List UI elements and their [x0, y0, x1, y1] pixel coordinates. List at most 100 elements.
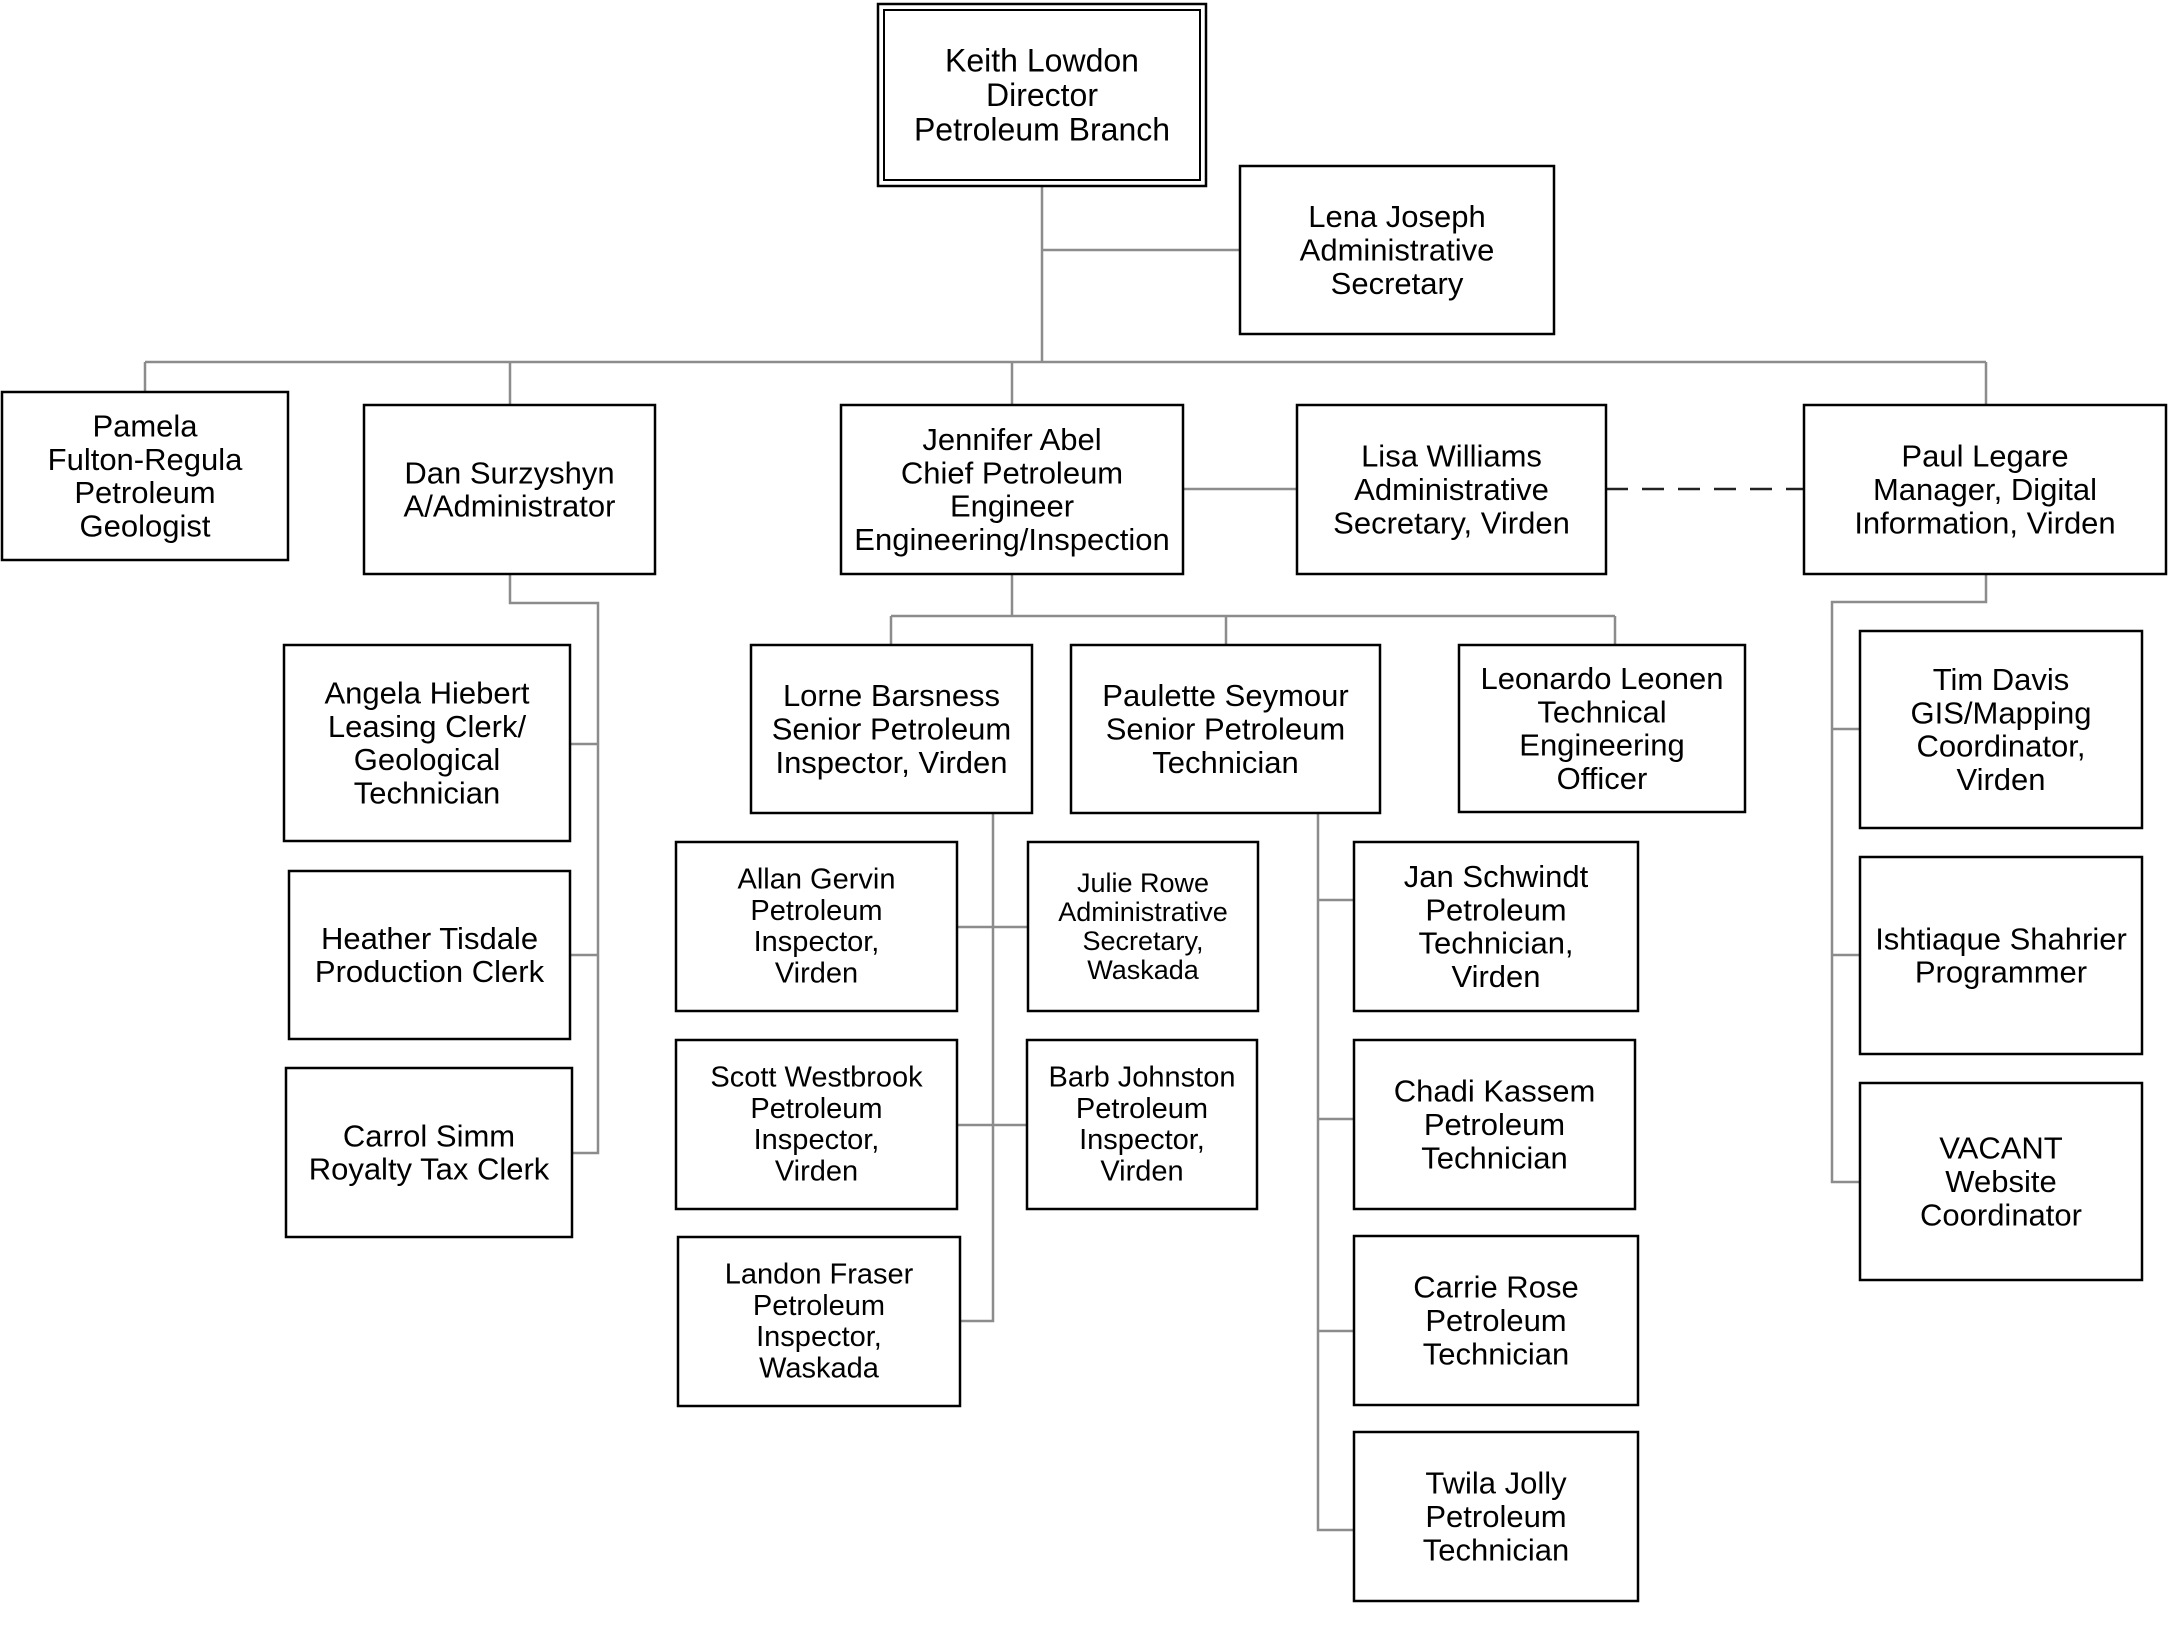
- org-box-frame: [362, 403, 657, 576]
- org-box-frame: [1858, 855, 2144, 1056]
- org-box-frame: [876, 2, 1208, 188]
- org-box-frame: [839, 403, 1185, 576]
- org-box-frame: [1238, 164, 1556, 336]
- person-name: Jan Schwindt: [1404, 859, 1589, 894]
- job-title-line: Administrative: [1354, 472, 1549, 507]
- person-name: Julie Rowe: [1077, 868, 1209, 898]
- org-box-frame: [1352, 840, 1640, 1013]
- person-name: Lena Joseph: [1308, 199, 1486, 234]
- org-box-frame: [1802, 403, 2168, 576]
- person-name: Carrol Simm: [343, 1118, 515, 1153]
- person-name: Lorne Barsness: [783, 678, 1000, 713]
- job-title-line: Chief Petroleum: [901, 455, 1123, 490]
- job-title-line: Coordinator: [1920, 1197, 2082, 1232]
- job-title-line: Petroleum: [753, 1290, 885, 1322]
- job-title-line: Technical: [1537, 694, 1666, 729]
- job-title-line: Royalty Tax Clerk: [309, 1152, 550, 1187]
- job-title-line: Engineer: [950, 489, 1074, 524]
- person-name: Lisa Williams: [1361, 439, 1542, 474]
- connector-line: [1316, 813, 1354, 1532]
- job-title-line: Petroleum: [1076, 1093, 1208, 1125]
- job-title-line: Coordinator,: [1917, 729, 2086, 764]
- org-box-frame: [284, 1066, 574, 1239]
- job-title-line: Administrative: [1058, 897, 1228, 927]
- job-title-line: Petroleum: [1425, 892, 1566, 927]
- org-box-frame: [749, 643, 1034, 815]
- job-title-line: Technician: [354, 776, 500, 811]
- org-box-frame: [1026, 840, 1260, 1013]
- person-name: Scott Westbrook: [710, 1062, 923, 1094]
- job-title-line: Geological: [354, 742, 500, 777]
- person-name: Pamela: [92, 408, 198, 443]
- job-title-line: Virden: [775, 957, 858, 989]
- job-title-line: Technician: [1423, 1336, 1569, 1371]
- person-name: Angela Hiebert: [324, 675, 529, 710]
- job-title-line: Administrative: [1300, 233, 1495, 268]
- org-box-frame: [1457, 643, 1747, 814]
- person-name: Allan Gervin: [738, 864, 896, 896]
- org-box-julie: Julie RoweAdministrativeSecretary,Waskad…: [1026, 840, 1260, 1013]
- job-title-line: Fulton-Regula: [48, 442, 243, 477]
- person-name: Carrie Rose: [1413, 1270, 1578, 1305]
- connector-line: [1830, 574, 1988, 1184]
- job-title-line: Petroleum: [750, 895, 882, 927]
- job-title-line: Inspector,: [754, 1124, 880, 1156]
- person-name: Heather Tisdale: [321, 921, 538, 956]
- person-name: Ishtiaque Shahrier: [1875, 921, 2127, 956]
- org-box-frame: [282, 643, 572, 843]
- job-title-line: Officer: [1557, 761, 1648, 796]
- job-title-line: Website: [1945, 1164, 2056, 1199]
- job-title-line: Virden: [1100, 1155, 1183, 1187]
- org-box-frame: [1858, 629, 2144, 830]
- org-box-frame: [1025, 1038, 1259, 1211]
- org-box-leonardo: Leonardo LeonenTechnicalEngineeringOffic…: [1457, 643, 1747, 814]
- job-title-line: Secretary, Virden: [1333, 505, 1570, 540]
- job-title-line: Senior Petroleum: [1106, 712, 1346, 747]
- person-name: Paul Legare: [1901, 439, 2068, 474]
- person-name: Tim Davis: [1933, 662, 2070, 697]
- job-title-line: Inspector,: [754, 926, 880, 958]
- person-name: Jennifer Abel: [922, 422, 1101, 457]
- job-title-line: Inspector, Virden: [775, 745, 1007, 780]
- job-title-line: Waskada: [1087, 955, 1200, 985]
- job-title-line: Petroleum: [74, 475, 215, 510]
- job-title-line: Leasing Clerk/: [328, 709, 527, 744]
- job-title-line: A/Administrator: [404, 489, 616, 524]
- org-box-frame: [676, 1235, 962, 1408]
- job-title-line: Technician,: [1418, 926, 1573, 961]
- job-title-line: Virden: [775, 1155, 858, 1187]
- person-name: Twila Jolly: [1425, 1466, 1567, 1501]
- job-title-line: Manager, Digital: [1873, 472, 2097, 507]
- org-box-frame: [674, 1038, 959, 1211]
- job-title-line: Secretary: [1331, 266, 1464, 301]
- job-title-line: Waskada: [759, 1352, 880, 1384]
- job-title-line: Virden: [1451, 959, 1540, 994]
- org-box-frame: [1295, 403, 1608, 576]
- org-box-frame: [1352, 1234, 1640, 1407]
- org-box-frame: [1069, 643, 1382, 815]
- job-title-line: Engineering: [1519, 728, 1684, 763]
- org-box-frame: [674, 840, 959, 1013]
- person-name: VACANT: [1939, 1131, 2063, 1166]
